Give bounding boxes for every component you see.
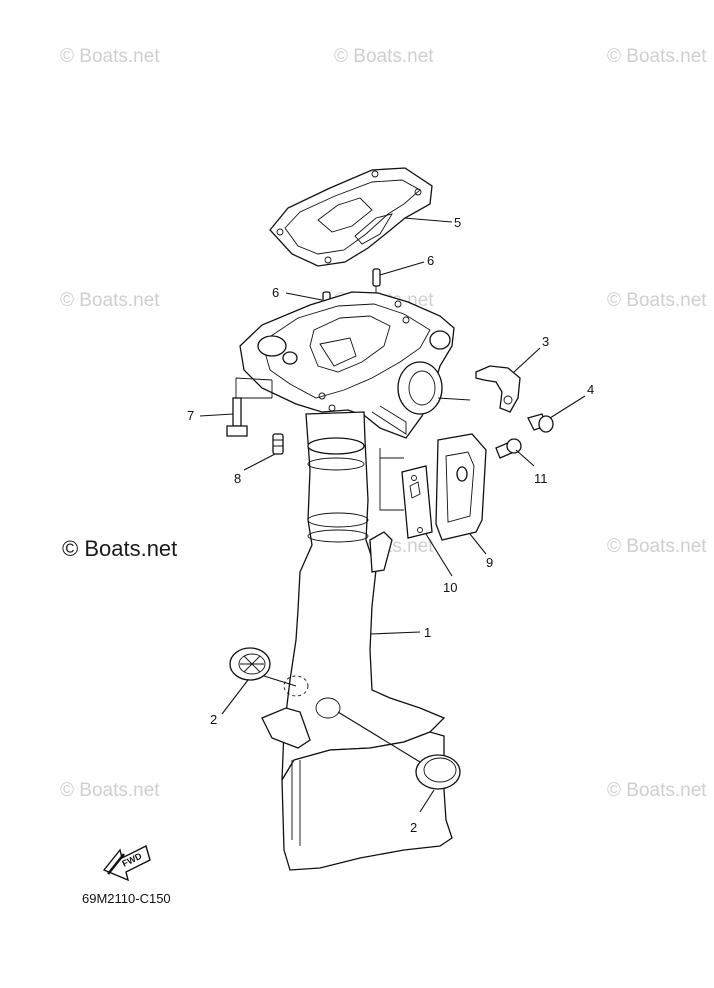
callout-7: 7	[187, 408, 194, 423]
bolt-part-7[interactable]	[226, 397, 248, 437]
leader-line	[515, 449, 535, 467]
gasket-part-5[interactable]	[269, 167, 433, 267]
leader-line	[199, 413, 234, 417]
diagram-code: 69M2110-C150	[82, 891, 171, 906]
plug-part-2[interactable]	[415, 754, 461, 790]
leader-line	[403, 217, 453, 223]
screw-part-4[interactable]	[527, 413, 554, 433]
callout-6: 6	[427, 253, 434, 268]
callout-3: 3	[542, 334, 549, 349]
leader-line	[549, 395, 586, 419]
callout-10: 10	[443, 580, 457, 595]
callout-4: 4	[587, 382, 594, 397]
leader-line	[243, 453, 276, 471]
watermark: © Boats.net	[60, 46, 160, 67]
plug-part-2[interactable]	[229, 647, 271, 681]
plate-part-10[interactable]	[401, 465, 433, 539]
bracket-part-3[interactable]	[475, 365, 521, 413]
fwd-arrow-icon: FWD	[102, 844, 151, 882]
watermark: © Boats.net	[607, 46, 707, 67]
screw-part-11[interactable]	[495, 438, 522, 459]
callout-5: 5	[454, 215, 461, 230]
callout-8: 8	[234, 471, 241, 486]
leader-line	[221, 679, 249, 715]
leader-line	[469, 533, 487, 555]
callout-1: 1	[424, 625, 431, 640]
callout-2: 2	[410, 820, 417, 835]
watermark: © Boats.net	[60, 780, 160, 801]
cover-part-9[interactable]	[435, 433, 487, 541]
leader-line	[263, 675, 421, 763]
watermark: © Boats.net	[607, 290, 707, 311]
nipple-part-8[interactable]	[272, 433, 284, 455]
watermark: © Boats.net	[607, 780, 707, 801]
callout-2: 2	[210, 712, 217, 727]
leader-line	[379, 261, 425, 276]
leader-line	[513, 347, 541, 373]
copyright-notice: © Boats.net	[62, 536, 178, 561]
callout-11: 11	[534, 471, 548, 486]
watermark: © Boats.net	[607, 536, 707, 557]
leader-line	[419, 789, 435, 813]
watermark: © Boats.net	[334, 46, 434, 67]
assembly-guide	[235, 377, 273, 399]
callout-6: 6	[272, 285, 279, 300]
dowel-pin-part-6[interactable]	[372, 268, 381, 287]
leader-line	[369, 631, 421, 635]
lower-casing-part-1[interactable]	[261, 411, 453, 871]
assembly-guide	[437, 397, 471, 401]
watermark: © Boats.net	[60, 290, 160, 311]
leader-line	[285, 292, 323, 301]
leader-line	[425, 533, 453, 577]
callout-9: 9	[486, 555, 493, 570]
assembly-guide	[379, 448, 404, 511]
upper-casing-part-1[interactable]	[239, 291, 455, 439]
